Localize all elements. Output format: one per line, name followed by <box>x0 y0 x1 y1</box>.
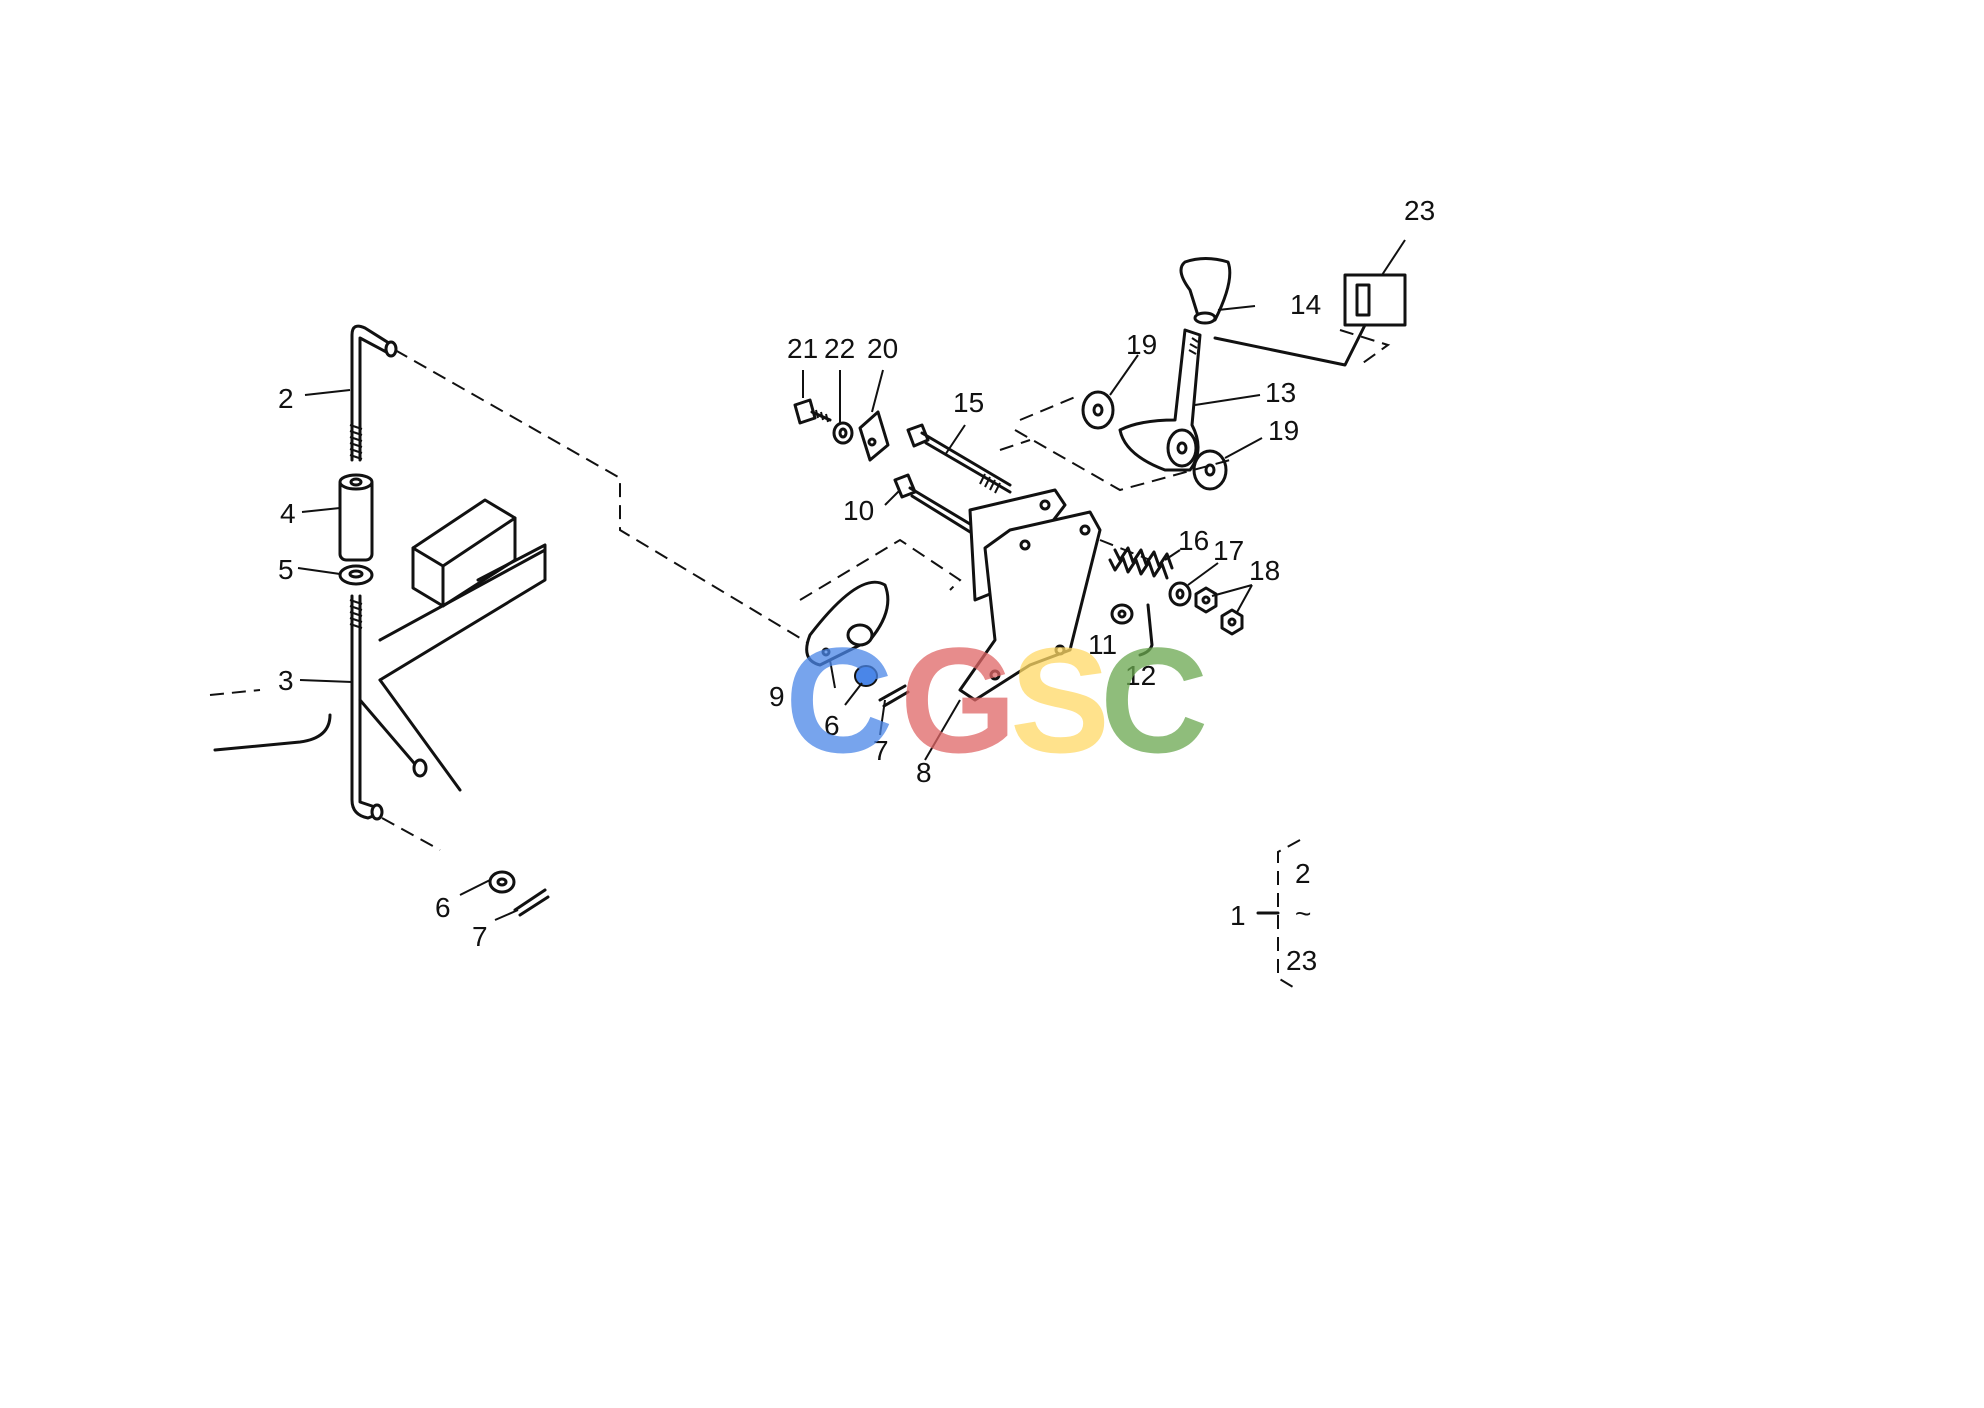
washer-part-11 <box>1110 603 1134 625</box>
washer-part-6-lower <box>488 870 516 894</box>
sleeve-part-4 <box>338 473 374 562</box>
callout-6: 6 <box>824 710 840 741</box>
callout-21: 21 <box>787 333 818 364</box>
callout-23: 23 <box>1404 195 1435 226</box>
callout-12: 12 <box>1125 660 1156 691</box>
callout-13: 13 <box>1265 377 1296 408</box>
pin-part-15 <box>906 423 1012 494</box>
callout-18: 18 <box>1249 555 1280 586</box>
callout-7: 7 <box>472 921 488 952</box>
assembly-parent-label: 1 <box>1230 900 1246 931</box>
spacer-part-19b <box>1192 449 1228 491</box>
washer-part-22 <box>832 421 854 445</box>
washer-part-17 <box>1168 581 1192 607</box>
callout-17: 17 <box>1213 535 1244 566</box>
callout-3: 3 <box>278 665 294 696</box>
washer-part-6-upper <box>854 665 878 687</box>
watermark-letter-c2: C <box>1100 616 1208 784</box>
bushing-part-9 <box>805 580 890 667</box>
callout-19: 19 <box>1268 415 1299 446</box>
bolt-part-21 <box>793 398 832 425</box>
callout-7: 7 <box>873 735 889 766</box>
callout-6: 6 <box>435 892 451 923</box>
nut-part-18a <box>1194 586 1218 614</box>
leader-lines <box>297 239 1406 921</box>
knob-part-14 <box>1179 257 1232 325</box>
callout-labels: 23 14 19 13 19 21 22 20 15 10 16 17 18 1… <box>278 195 1435 952</box>
callout-10: 10 <box>843 495 874 526</box>
plate-part-8 <box>958 488 1102 702</box>
callout-22: 22 <box>824 333 855 364</box>
pin-part-10 <box>893 473 982 537</box>
decal-part-23 <box>1213 273 1407 367</box>
linkage-dashed-lines <box>381 329 1391 851</box>
callout-9: 9 <box>769 681 785 712</box>
callout-4: 4 <box>280 498 296 529</box>
callout-11: 11 <box>1088 629 1117 660</box>
lower-rod-part-3 <box>349 594 428 821</box>
cotter-pin-part-7-lower <box>513 888 550 917</box>
watermark-letter-s: S <box>1010 616 1110 784</box>
callout-20: 20 <box>867 333 898 364</box>
cotter-pin-part-7-upper <box>878 684 910 708</box>
lever-part-13 <box>1118 328 1202 472</box>
cgsc-watermark: C G S C <box>785 616 1208 784</box>
nut-part-18b <box>1220 608 1244 636</box>
assembly-range-labels: 1 2 ~ 23 <box>1230 858 1317 976</box>
assembly-range-end: 23 <box>1286 945 1317 976</box>
lever-dashed-lines <box>799 394 1231 601</box>
bracket-part-20 <box>858 410 890 462</box>
assembly-range-sep: ~ <box>1295 898 1311 929</box>
spring-part-16 <box>1108 546 1174 580</box>
upper-rod-part-2 <box>349 324 398 462</box>
assembly-range-start: 2 <box>1295 858 1311 889</box>
spacer-part-19a <box>1081 390 1115 430</box>
nut-part-5 <box>338 564 374 586</box>
callout-15: 15 <box>953 387 984 418</box>
callout-8: 8 <box>916 757 932 788</box>
callout-2: 2 <box>278 383 294 414</box>
watermark-letter-c1: C <box>785 616 893 784</box>
pedal-frame <box>209 498 547 792</box>
callout-14: 14 <box>1290 289 1321 320</box>
callout-16: 16 <box>1178 525 1209 556</box>
clip-part-12 <box>1138 603 1154 657</box>
callout-19: 19 <box>1126 329 1157 360</box>
assembly-bracket <box>1256 839 1301 991</box>
watermark-letter-g: G <box>900 616 1017 784</box>
callout-5: 5 <box>278 554 294 585</box>
